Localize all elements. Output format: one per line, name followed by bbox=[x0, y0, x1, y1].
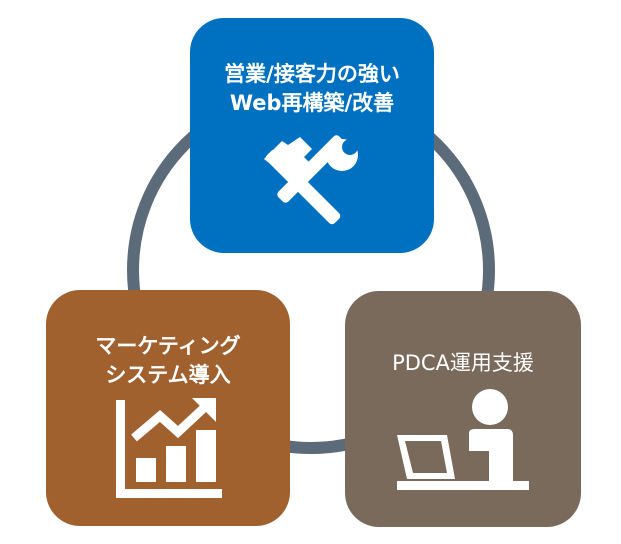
box-marketing-system-title: マーケティング システム導入 bbox=[46, 332, 290, 390]
box-web-rebuild-line1: 営業/接客力の強い bbox=[224, 62, 400, 86]
hammer-wrench-icon bbox=[264, 135, 358, 225]
box-marketing-system: マーケティング システム導入 bbox=[46, 290, 290, 526]
box-pdca-support-line1: PDCA運用支援 bbox=[392, 351, 534, 375]
box-marketing-system-line1: マーケティング bbox=[95, 334, 241, 358]
box-pdca-support: PDCA運用支援 bbox=[345, 291, 581, 527]
box-web-rebuild-line2: Web再構築/改善 bbox=[229, 91, 395, 115]
growth-chart-icon bbox=[116, 398, 222, 498]
box-web-rebuild: 営業/接客力の強い Web再構築/改善 bbox=[190, 18, 434, 253]
person-laptop-icon bbox=[397, 389, 529, 490]
box-web-rebuild-title: 営業/接客力の強い Web再構築/改善 bbox=[190, 60, 434, 118]
box-marketing-system-line2: システム導入 bbox=[105, 363, 231, 387]
box-pdca-support-title: PDCA運用支援 bbox=[345, 349, 581, 378]
